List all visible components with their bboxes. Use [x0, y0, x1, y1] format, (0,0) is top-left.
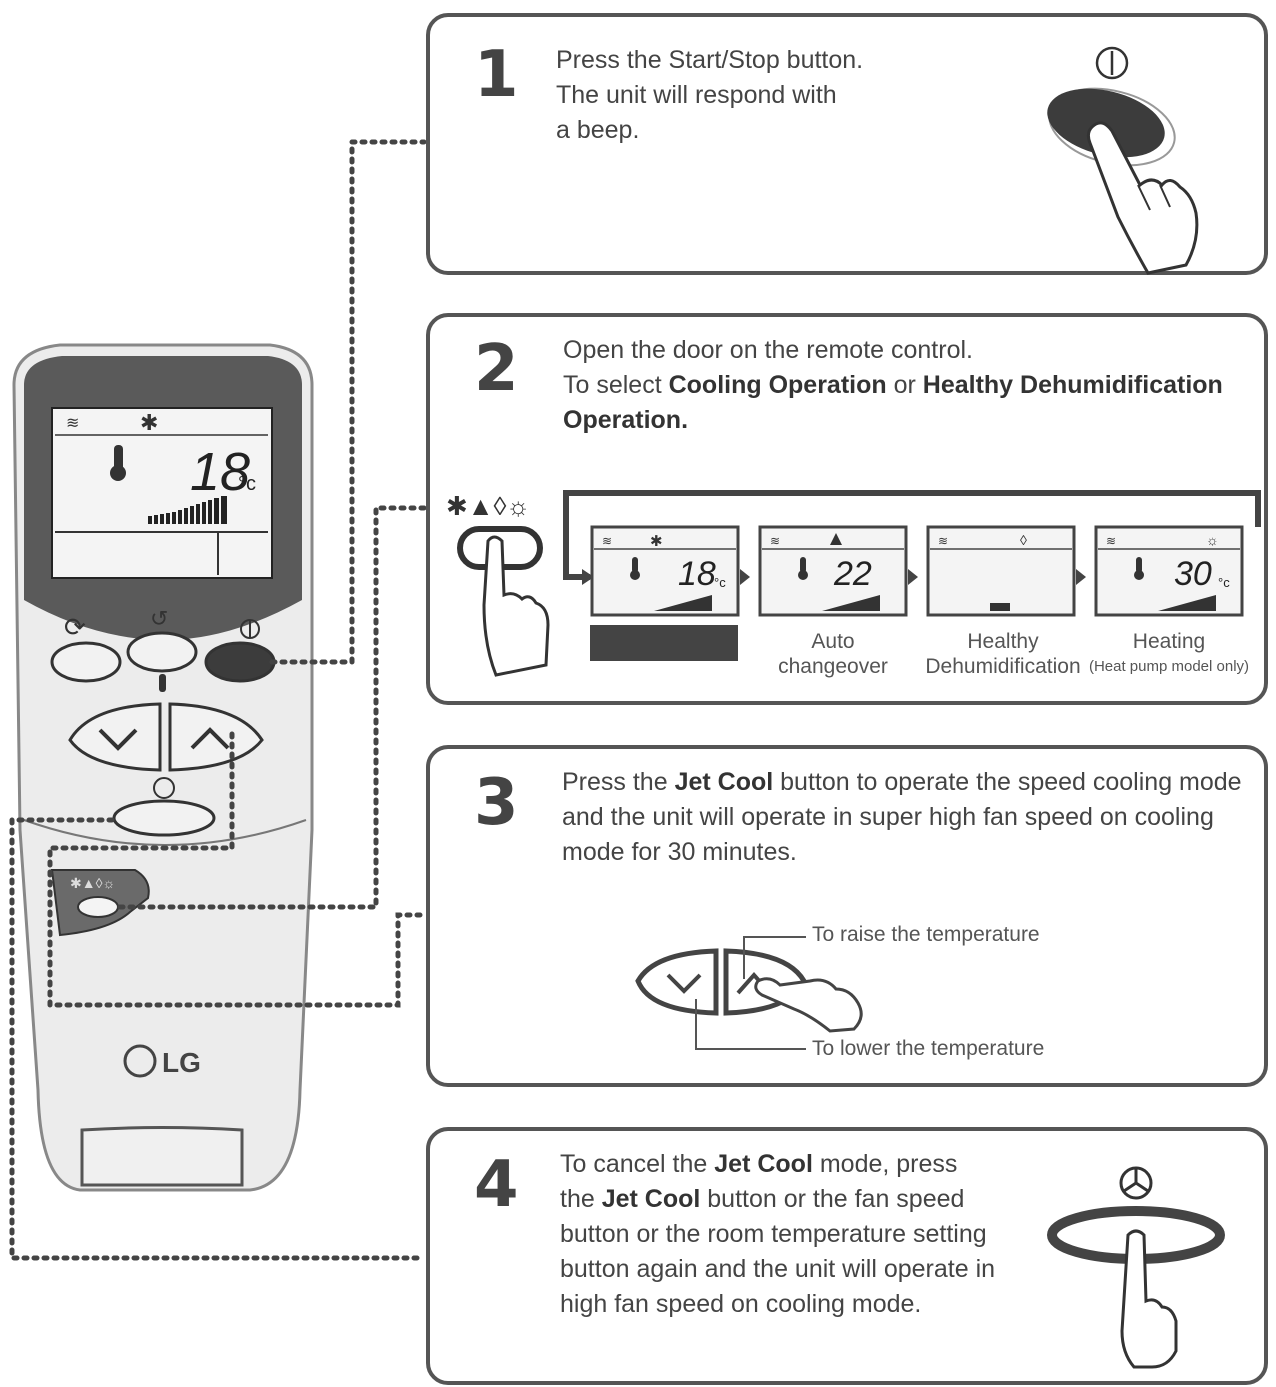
step-2-text: Open the door on the remote control. To … — [563, 333, 1263, 438]
mode-label-heating: Heating(Heat pump model only) — [1088, 630, 1250, 675]
airflow-button[interactable] — [126, 631, 198, 673]
mode-displays: ≋ ✱ 18 °c ≋ 22 ≋ ◊ ≋ — [590, 525, 1244, 617]
lower-temp-label: To lower the temperature — [812, 1037, 1045, 1060]
swing-button[interactable] — [50, 641, 122, 683]
snowflake-icon: ✱ — [140, 410, 158, 435]
step-4-line-3: button or the room temperature setting — [560, 1220, 987, 1248]
signal-icon: ≋ — [66, 415, 79, 432]
temp-down-button[interactable] — [68, 702, 162, 772]
power-icon — [240, 619, 260, 639]
svg-text:22: 22 — [833, 555, 872, 593]
svg-text:☼: ☼ — [1206, 532, 1219, 548]
step-2-panel: 2 Open the door on the remote control. T… — [426, 313, 1268, 705]
raise-temp-label: To raise the temperature — [812, 923, 1040, 946]
svg-text:°c: °c — [714, 575, 726, 590]
step-1-line-1: Press the Start/Stop button. — [556, 46, 864, 74]
jet-cool-icon — [1119, 1166, 1153, 1200]
mode-display-cooling: ≋ ✱ 18 °c — [590, 525, 740, 617]
power-icon — [1095, 46, 1129, 80]
step-4-panel: 4 To cancel the Jet Cool mode, press the… — [426, 1127, 1268, 1385]
step-4-line-5: high fan speed on cooling mode. — [560, 1290, 922, 1318]
jet-cool-press-illustration — [1047, 1166, 1225, 1369]
jet-cool-icon — [153, 777, 175, 799]
mode-label-cooling-redacted — [590, 625, 738, 661]
step-4-line-2: the Jet Cool button or the fan speed — [560, 1185, 965, 1213]
mode-display-heating: ≋ ☼ 30 °c — [1094, 525, 1244, 617]
svg-text:≋: ≋ — [1106, 534, 1116, 548]
step-1-panel: 1 Press the Start/Stop button. The unit … — [426, 13, 1268, 275]
svg-text:≋: ≋ — [770, 534, 780, 548]
lg-logo-icon — [123, 1044, 157, 1078]
step-3-text: Press the Jet Cool button to operate the… — [562, 765, 1268, 870]
step-1-line-2: The unit will respond with — [556, 81, 837, 109]
temp-buttons-illustration — [635, 936, 863, 1050]
mode-button-illustration: ✱▲◊☼ — [446, 491, 550, 677]
step-4-text: To cancel the Jet Cool mode, press the J… — [560, 1147, 1016, 1322]
step-1-text: Press the Start/Stop button. The unit wi… — [556, 43, 976, 148]
mode-icons-small: ✱▲◊☼ — [70, 875, 115, 891]
step-2-line-2: To select Cooling Operation or Healthy D… — [563, 371, 1223, 399]
step-2-number: 2 — [474, 332, 519, 406]
mode-cycle-arrows — [563, 490, 1261, 585]
jet-cool-button[interactable] — [112, 799, 216, 837]
svg-text:18: 18 — [678, 555, 716, 593]
svg-text:◊: ◊ — [1020, 532, 1027, 548]
step-2-line-3: Operation. — [563, 406, 689, 434]
mode-icons: ✱▲◊☼ — [446, 491, 530, 521]
remote-lcd-unit: °c — [238, 473, 256, 495]
step-3-line-2: and the unit will operate in super high … — [562, 803, 1214, 831]
swing-icon: ⟳ — [64, 612, 86, 642]
thermometer-icon — [114, 445, 123, 471]
connector-lines — [9, 139, 427, 1261]
svg-text:°c: °c — [1218, 575, 1230, 590]
step-3-line-1: Press the Jet Cool button to operate the… — [562, 768, 1242, 796]
svg-text:✱: ✱ — [650, 533, 663, 550]
svg-text:≋: ≋ — [938, 534, 948, 548]
step-1-line-3: a beep. — [556, 116, 640, 144]
step-4-line-1: To cancel the Jet Cool mode, press — [560, 1150, 958, 1178]
mode-display-auto: ≋ 22 — [758, 525, 908, 617]
step-3-line-3: mode for 30 minutes. — [562, 838, 797, 866]
step-4-number: 4 — [474, 1148, 519, 1222]
step-1-number: 1 — [474, 38, 519, 112]
step-4-line-4: button again and the unit will operate i… — [560, 1255, 996, 1283]
remote-lcd-temp: 18 — [190, 442, 250, 502]
step-2-line-1: Open the door on the remote control. — [563, 336, 973, 364]
fan-level-bars — [148, 496, 227, 524]
hand-press-start-illustration — [1047, 46, 1199, 275]
airflow-icon: ↺ — [150, 606, 168, 631]
mode-display-dehumidification: ≋ ◊ — [926, 525, 1076, 617]
remote-logo: LG — [162, 1047, 201, 1078]
step-3-panel: 3 Press the Jet Cool button to operate t… — [426, 745, 1268, 1087]
svg-text:≋: ≋ — [602, 534, 612, 548]
remote-control: ≋ ✱ 18 °c ⟳ ↺ ✱▲◊☼ LG — [12, 343, 314, 1192]
svg-text:30: 30 — [1174, 555, 1212, 593]
step-3-number: 3 — [474, 766, 519, 840]
